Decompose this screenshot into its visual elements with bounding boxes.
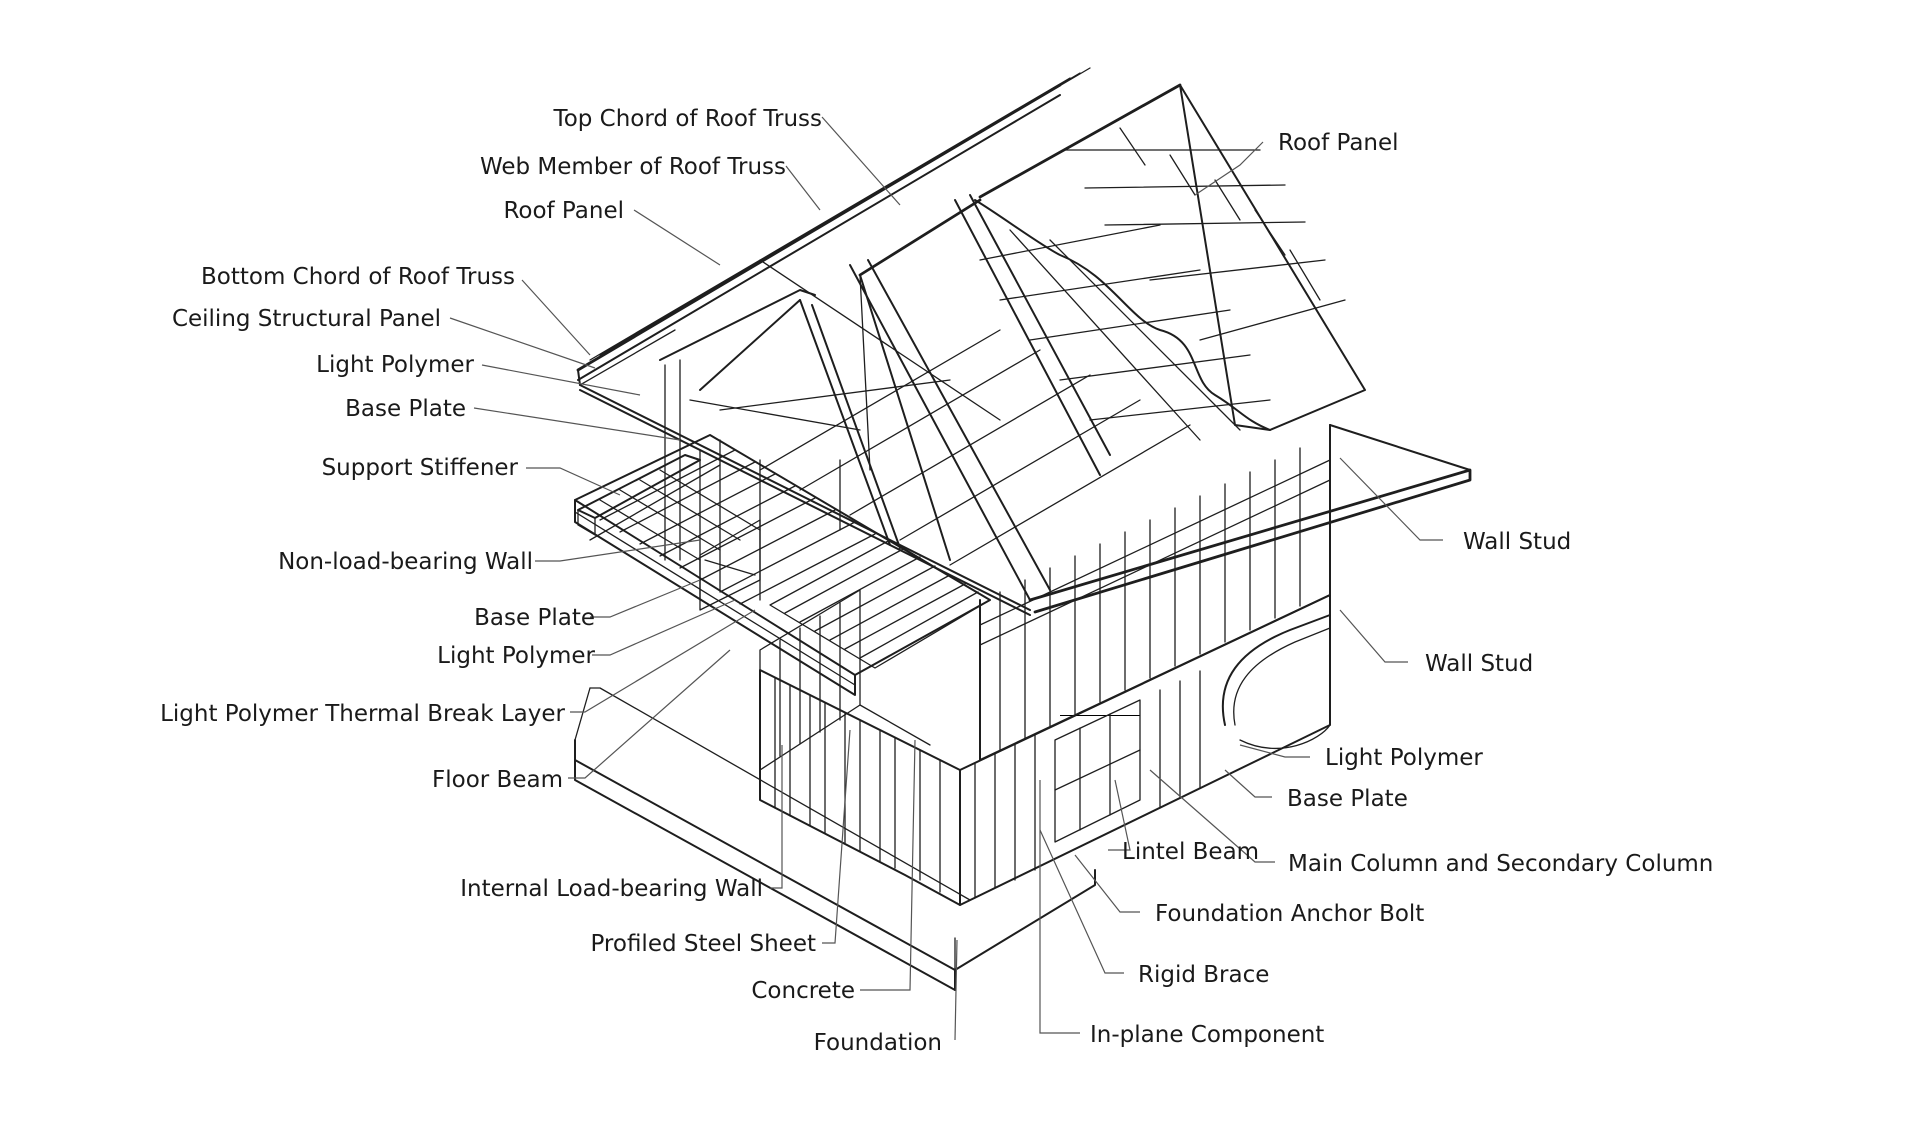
- label-floor-beam: Floor Beam: [432, 767, 563, 793]
- label-ceiling-structural-panel: Ceiling Structural Panel: [172, 306, 441, 332]
- label-light-polymer-right: Light Polymer: [1325, 745, 1483, 771]
- right-top-plate: [1028, 424, 1472, 614]
- label-light-polymer-mid: Light Polymer: [437, 643, 595, 669]
- lower-right-wall: [959, 594, 1331, 906]
- label-roof-panel-right: Roof Panel: [1278, 130, 1399, 156]
- label-non-load-bearing-wall: Non-load-bearing Wall: [278, 549, 533, 575]
- leader-lines: [449, 116, 1443, 1041]
- label-bottom-chord-of-roof-truss: Bottom Chord of Roof Truss: [201, 264, 515, 290]
- label-support-stiffener: Support Stiffener: [322, 455, 519, 481]
- label-base-plate-right: Base Plate: [1287, 786, 1408, 812]
- upper-front-wall: [979, 424, 1331, 761]
- label-in-plane-component: In-plane Component: [1090, 1022, 1324, 1048]
- label-top-chord-of-roof-truss: Top Chord of Roof Truss: [553, 106, 822, 132]
- label-web-member-of-roof-truss: Web Member of Roof Truss: [480, 154, 786, 180]
- label-light-polymer-thermal-break-layer: Light Polymer Thermal Break Layer: [160, 701, 565, 727]
- label-foundation: Foundation: [814, 1030, 942, 1056]
- label-lintel-beam: Lintel Beam: [1122, 839, 1259, 865]
- ceiling-plane: [579, 329, 1191, 616]
- label-concrete: Concrete: [751, 978, 855, 1004]
- house-frame-drawing: [574, 67, 1472, 991]
- label-wall-stud-upper: Wall Stud: [1463, 529, 1571, 555]
- label-roof-panel-left: Roof Panel: [503, 198, 624, 224]
- lower-interior-walls: [759, 589, 931, 771]
- upper-interior: [699, 439, 841, 611]
- label-internal-load-bearing-wall: Internal Load-bearing Wall: [460, 876, 763, 902]
- lower-front-wall: [759, 669, 961, 906]
- labels: Top Chord of Roof Truss Web Member of Ro…: [160, 106, 1713, 1056]
- label-wall-stud-lower: Wall Stud: [1425, 651, 1533, 677]
- label-light-polymer-upper: Light Polymer: [316, 352, 474, 378]
- label-base-plate-mid: Base Plate: [474, 605, 595, 631]
- label-rigid-brace: Rigid Brace: [1138, 962, 1269, 988]
- label-foundation-anchor-bolt: Foundation Anchor Bolt: [1155, 901, 1424, 927]
- floor-deck: [574, 434, 991, 696]
- roof-panel-right-surface: [974, 84, 1366, 441]
- roof-trusses: [576, 67, 1182, 601]
- label-base-plate-upper: Base Plate: [345, 396, 466, 422]
- label-profiled-steel-sheet: Profiled Steel Sheet: [590, 931, 816, 957]
- label-main-column-and-secondary-column: Main Column and Secondary Column: [1288, 851, 1713, 877]
